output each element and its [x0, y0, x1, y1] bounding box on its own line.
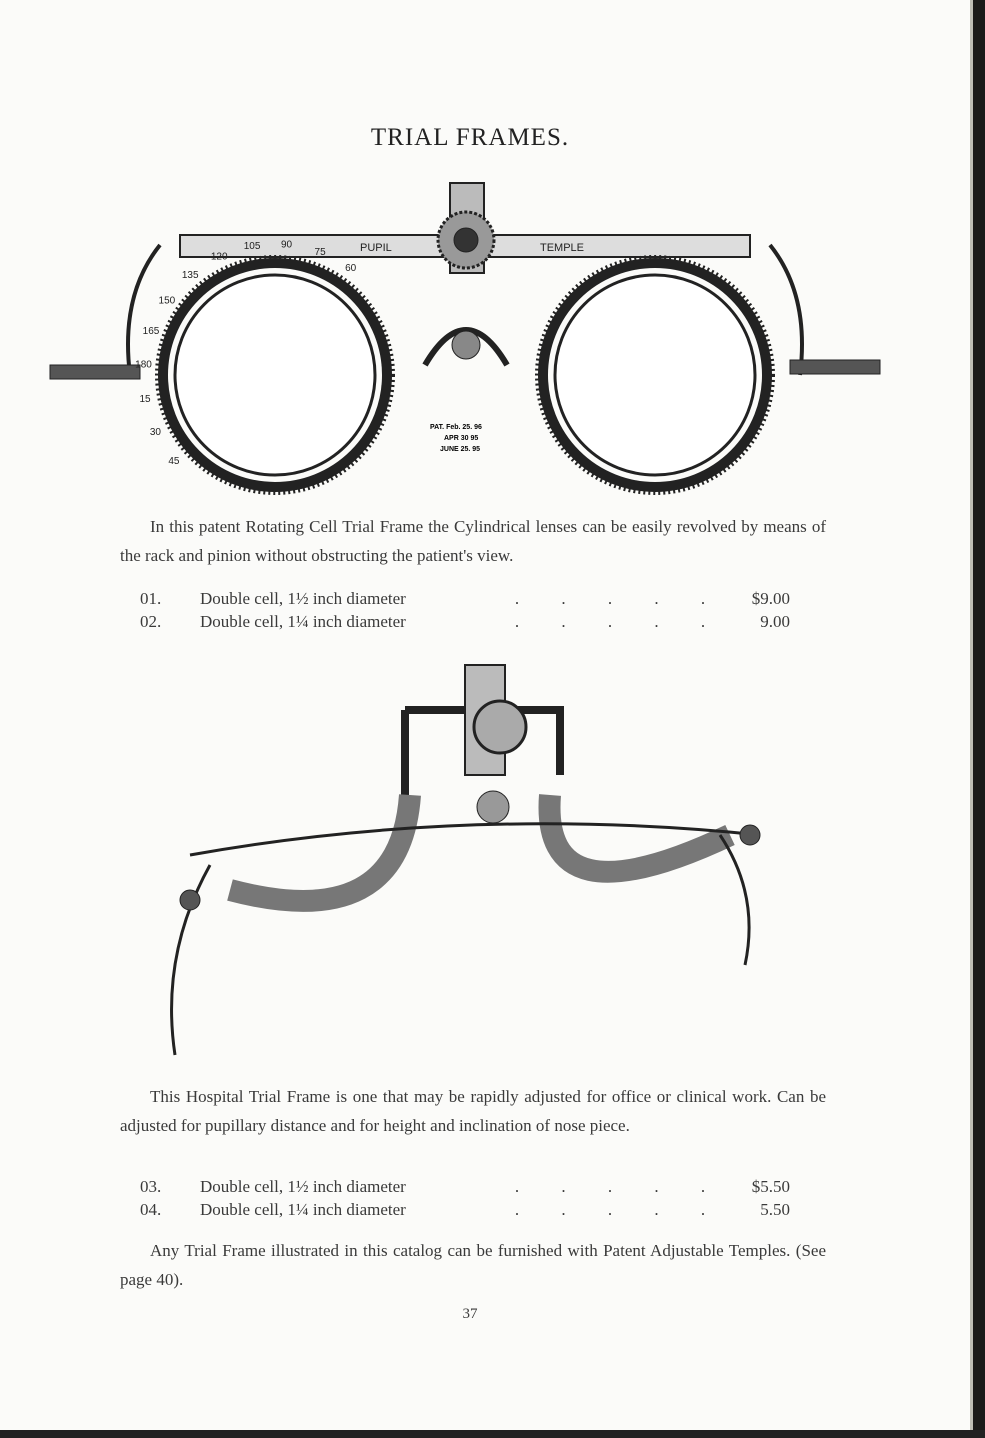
scale-marks: 60 75 90 105 120 135 150 165 180 15 30 45: [135, 240, 357, 467]
leader-dots: . . . . .: [514, 1200, 706, 1219]
patent-line-2: APR 30 95: [444, 435, 478, 442]
leader-dots: . . . . .: [514, 612, 706, 631]
patent-line-1: PAT. Feb. 25. 96: [430, 424, 482, 431]
item-description: Double cell, 1¼ inch diameter: [200, 1200, 406, 1219]
paragraph-text: Any Trial Frame illustrated in this cata…: [120, 1241, 826, 1289]
scale-mark-label: 150: [159, 295, 176, 306]
item-number: 04.: [140, 1200, 162, 1219]
paragraph-text: In this patent Rotating Cell Trial Frame…: [120, 517, 826, 565]
item-number: 01.: [140, 589, 162, 608]
price-row: 04. Double cell, 1¼ inch diameter . . . . …: [140, 1198, 790, 1221]
scale-mark-label: 165: [143, 326, 160, 337]
scale-mark-label: 60: [345, 263, 357, 274]
scale-mark-label: 135: [182, 270, 199, 281]
scale-mark-label: 30: [150, 427, 162, 438]
item-number: 03.: [140, 1177, 162, 1196]
price-row: 02. Double cell, 1¼ inch diameter . . . . …: [140, 610, 790, 633]
price-row: 03. Double cell, 1½ inch diameter . . . . …: [140, 1175, 790, 1198]
page-number: 37: [462, 1306, 478, 1322]
item-description: Double cell, 1½ inch diameter: [200, 589, 406, 608]
pupil-label: PUPIL: [360, 242, 392, 254]
scale-mark-label: 45: [168, 456, 180, 467]
book-edge: [973, 0, 985, 1438]
item-price: $9.00: [751, 589, 790, 608]
scale-mark-label: 120: [211, 251, 228, 262]
scale-mark-label: 90: [281, 240, 293, 251]
item-description: Double cell, 1½ inch diameter: [200, 1177, 406, 1196]
scale-mark-label: 180: [135, 360, 152, 371]
item-price: $5.50: [751, 1177, 790, 1196]
item-price: 9.00: [760, 612, 790, 631]
item-number: 02.: [140, 612, 162, 631]
item-description: Double cell, 1¼ inch diameter: [200, 612, 406, 631]
scale-mark-label: 15: [139, 394, 151, 405]
page-bottom-edge: [0, 1430, 985, 1438]
temple-label: TEMPLE: [540, 242, 584, 254]
price-list-1: 01. Double cell, 1½ inch diameter . . . . …: [140, 587, 790, 633]
patent-line-3: JUNE 25. 95: [440, 446, 480, 453]
paragraph-hospital: This Hospital Trial Frame is one that ma…: [120, 1082, 826, 1140]
rotating-cell-trial-frame-illustration: 60 75 90 105 120 135 150 165 180 15 30 45 PUPIL TEM…: [49, 182, 881, 495]
paragraph-text: This Hospital Trial Frame is one that ma…: [120, 1087, 826, 1135]
price-row: 01. Double cell, 1½ inch diameter . . . . …: [140, 587, 790, 610]
leader-dots: . . . . .: [514, 1177, 706, 1196]
page-title: TRIAL FRAMES.: [370, 124, 570, 151]
leader-dots: . . . . .: [514, 589, 706, 608]
hospital-trial-frame-illustration: [170, 664, 761, 1056]
paragraph-temples-note: Any Trial Frame illustrated in this cata…: [120, 1236, 826, 1294]
book-edge-shadow: [970, 0, 973, 1438]
item-price: 5.50: [760, 1200, 790, 1219]
paragraph-rotating-cell: In this patent Rotating Cell Trial Frame…: [120, 512, 826, 570]
scale-mark-label: 75: [315, 247, 327, 258]
scale-mark-label: 105: [244, 241, 261, 252]
price-list-2: 03. Double cell, 1½ inch diameter . . . . …: [140, 1175, 790, 1221]
